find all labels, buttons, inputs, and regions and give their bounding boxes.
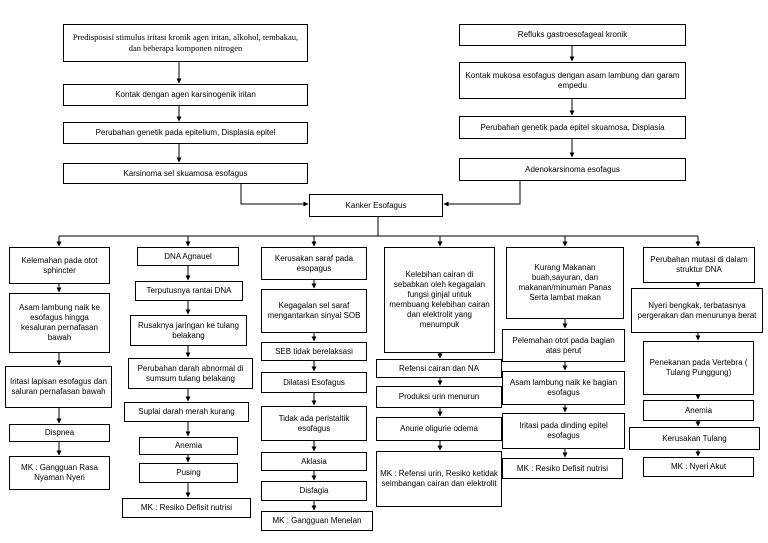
col5-step-4-text: Iritasi pada dinding epitel esofagus — [519, 421, 608, 440]
col2-step-4-text: Perubahan darah abnormal di sumsum tulan… — [137, 363, 244, 383]
col4-step-3-text: Produksi urin menurun — [398, 392, 480, 401]
col3-step-6: Aklasia — [261, 452, 367, 471]
col2-step-6-text: Anemia — [174, 441, 203, 450]
col2-step-2-text: Terputusnya rantai DNA — [146, 286, 232, 295]
col1-step-3-text: Iritasi lapisan esofagus dan saluran per… — [10, 377, 107, 396]
col2-step-3-text: Rusaknya jaringan ke tulang belakang — [138, 320, 239, 340]
col5-step-5: MK : Resiko Defisit nutrisi — [502, 458, 623, 479]
col4-step-1: Kelebihan cairan di sebabkan oleh kegaga… — [384, 247, 495, 353]
esophageal-cancer-text: Kanker Esofagus — [345, 200, 407, 210]
adenocarcinoma-box: Adenokarsinoma esofagus — [459, 158, 686, 181]
squamous-genetic-change-box: Perubahan genetik pada epitel skuamosa, … — [459, 116, 686, 139]
col4-step-3: Produksi urin menurun — [376, 386, 502, 408]
col2-step-2: Terputusnya rantai DNA — [135, 281, 243, 301]
carcinogen-contact-text: Kontak dengan agen karsinogenik iritan — [115, 90, 256, 99]
col2-step-8-text: MK : Resiko Defisit nutrisi — [140, 503, 233, 512]
col4-step-1-text: Kelebihan cairan di sebabkan oleh kegaga… — [389, 270, 490, 329]
col2-step-6: Anemia — [139, 437, 238, 455]
col6-step-5: Kerusakan Tulang — [629, 427, 760, 450]
col1-step-5: MK : Gangguan Rasa Nyaman Nyeri — [9, 456, 110, 490]
col6-step-4-text: Anemia — [684, 405, 713, 415]
col3-step-1-text: Kerusakan saraf pada esopagus — [274, 253, 354, 273]
col3-step-3: SEB tidak berelaksasi — [261, 342, 367, 361]
col5-step-4: Iritasi pada dinding epitel esofagus — [502, 413, 625, 449]
col2-step-1: DNA Agnauel — [137, 247, 239, 266]
col4-step-2: Refensi cairan dan NA — [376, 359, 502, 378]
col6-step-2: Nyeri bengkak, terbatasnya pergerakan da… — [631, 288, 763, 333]
col5-step-5-text: MK : Resiko Defisit nutrisi — [516, 463, 609, 473]
col2-step-7: Pusing — [139, 463, 238, 483]
epithelium-genetic-change-box: Perubahan genetik pada epitelium, Displa… — [63, 122, 308, 144]
col3-step-1: Kerusakan saraf pada esopagus — [261, 247, 367, 280]
mucosa-contact-box: Kontak mukosa esofagus dengan asam lambu… — [459, 62, 686, 99]
col1-step-2: Asam lambung naik ke esofagus hingga kes… — [9, 293, 110, 353]
col5-step-2-text: Pelemahan otot pada bagian atas perut — [512, 335, 615, 355]
col5-step-3: Asam lambung naik ke bagian esofagus — [502, 371, 625, 405]
col1-step-4-text: Dispnea — [44, 428, 75, 437]
col6-step-2-text: Nyeri bengkak, terbatasnya pergerakan da… — [637, 300, 757, 320]
col6-step-6-text: MK : Nyeri Akut — [670, 462, 727, 471]
col6-step-4: Anemia — [643, 400, 754, 421]
col2-step-8: MK : Resiko Defisit nutrisi — [122, 498, 251, 518]
col3-step-4: Dilatasi Esofagus — [261, 372, 367, 393]
col3-step-6-text: Aklasia — [301, 456, 327, 466]
col5-step-1: Kurang Makanan buah,sayuran, dan makanan… — [506, 247, 624, 319]
col3-step-2-text: Kegagalan sel saraf mengantarkan sinyal … — [267, 301, 361, 320]
col5-step-3-text: Asam lambung naik ke bagian esofagus — [509, 378, 618, 397]
col1-step-1-text: Kelemahan pada otot sphincter — [21, 255, 98, 275]
col6-step-3: Penekanan pada Vertebra ( Tulang Punggun… — [643, 341, 754, 395]
col4-step-4-text: Anurie oligurie odema — [400, 424, 478, 433]
col3-step-8-text: MK : Gangguan Menelan — [272, 516, 362, 525]
col3-step-3-text: SEB tidak berelaksasi — [275, 346, 353, 356]
col6-step-1: Perubahan mutasi di dalam struktur DNA — [643, 247, 755, 283]
col3-step-7: Disfagia — [261, 481, 367, 501]
col1-step-4: Dispnea — [9, 424, 110, 442]
col2-step-3: Rusaknya jaringan ke tulang belakang — [130, 315, 247, 346]
squamous-carcinoma-box: Karsinoma sel skuamosa esofagus — [63, 163, 308, 184]
col5-step-1-text: Kurang Makanan buah,sayuran, dan makanan… — [518, 263, 612, 302]
predisposition-box: Predisposisi stimulus iritasi kronik age… — [63, 24, 308, 62]
col6-step-6: MK : Nyeri Akut — [643, 457, 754, 477]
col2-step-5: Suplai darah merah kurang — [124, 402, 249, 422]
col6-step-5-text: Kerusakan Tulang — [662, 433, 727, 443]
epithelium-genetic-change-text: Perubahan genetik pada epitelium, Displa… — [95, 128, 276, 137]
carcinogen-contact-box: Kontak dengan agen karsinogenik iritan — [63, 84, 308, 106]
esophageal-cancer-box: Kanker Esofagus — [309, 194, 443, 217]
col2-step-7-text: Pusing — [176, 468, 201, 477]
reflux-text: Refluks gastroesofageal kronik — [517, 30, 628, 39]
predisposition-text: Predisposisi stimulus iritasi kronik age… — [72, 32, 299, 53]
col3-step-2: Kegagalan sel saraf mengantarkan sinyal … — [261, 289, 367, 333]
arrow-tl-to-center — [240, 184, 309, 207]
col4-step-2-text: Refensi cairan dan NA — [398, 363, 480, 373]
col4-step-5-text: MK : Refensi urin, Resiko ketidak seimba… — [380, 469, 498, 488]
col1-step-5-text: MK : Gangguan Rasa Nyaman Nyeri — [21, 463, 98, 482]
reflux-box: Refluks gastroesofageal kronik — [459, 24, 686, 46]
col1-step-1: Kelemahan pada otot sphincter — [9, 247, 110, 284]
col3-step-8: MK : Gangguan Menelan — [261, 511, 373, 531]
col3-step-4-text: Dilatasi Esofagus — [283, 377, 345, 387]
col2-step-1-text: DNA Agnauel — [164, 251, 212, 261]
col2-step-5-text: Suplai darah merah kurang — [138, 407, 235, 416]
col1-step-2-text: Asam lambung naik ke esofagus hingga kes… — [19, 303, 100, 342]
col3-step-5: Tidak ada peristaltik esofagus — [261, 406, 367, 441]
mucosa-contact-text: Kontak mukosa esofagus dengan asam lambu… — [465, 70, 680, 90]
col6-step-3-text: Penekanan pada Vertebra ( Tulang Punggun… — [649, 358, 748, 377]
arrow-tr-to-center — [443, 181, 521, 207]
adenocarcinoma-text: Adenokarsinoma esofagus — [525, 164, 620, 174]
col2-step-4: Perubahan darah abnormal di sumsum tulan… — [128, 358, 253, 389]
squamous-genetic-change-text: Perubahan genetik pada epitel skuamosa, … — [480, 122, 665, 132]
col6-step-1-text: Perubahan mutasi di dalam struktur DNA — [650, 255, 748, 274]
col1-step-3: Iritasi lapisan esofagus dan saluran per… — [5, 366, 112, 408]
squamous-carcinoma-text: Karsinoma sel skuamosa esofagus — [123, 168, 248, 178]
col3-step-7-text: Disfagia — [299, 486, 329, 495]
col4-step-4: Anurie oligurie odema — [376, 417, 502, 441]
col4-step-5: MK : Refensi urin, Resiko ketidak seimba… — [376, 451, 502, 507]
col5-step-2: Pelemahan otot pada bagian atas perut — [502, 329, 625, 362]
col3-step-5-text: Tidak ada peristaltik esofagus — [278, 413, 350, 433]
